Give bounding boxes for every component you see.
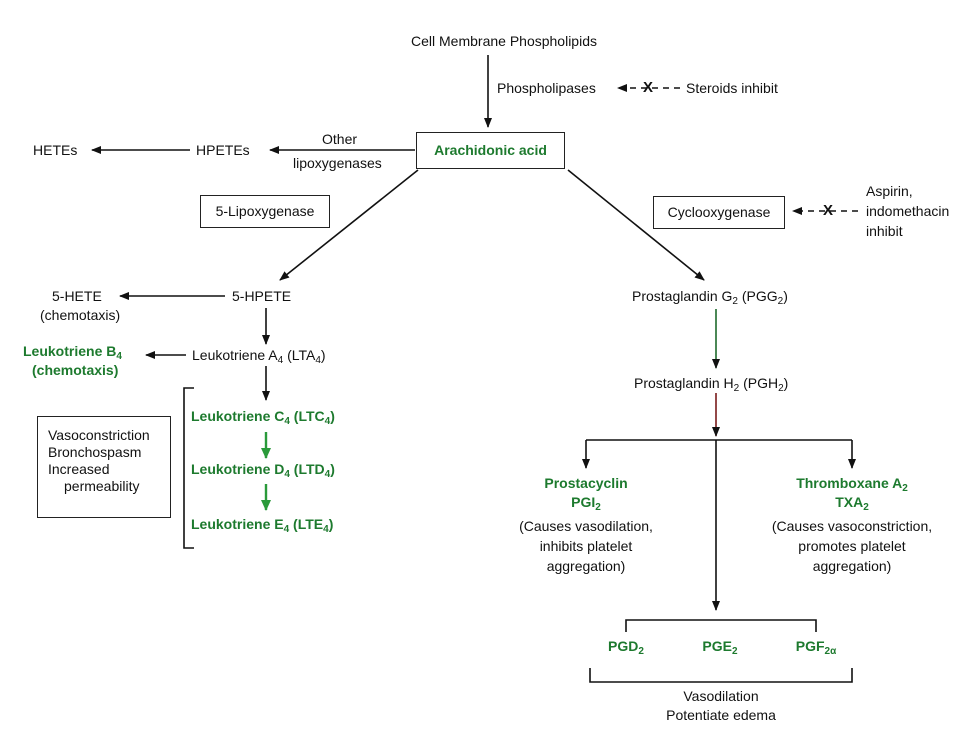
hetes-label: HETEs xyxy=(33,142,78,158)
pgh2-label: Prostaglandin H2 (PGH2) xyxy=(634,375,789,394)
thromboxane-note-2: promotes platelet xyxy=(798,538,906,554)
pgi2-label: PGI2 xyxy=(571,494,601,513)
other-lipoxygenases-line2: lipoxygenases xyxy=(293,155,382,171)
cyclooxygenase-box: Cyclooxygenase xyxy=(653,196,785,229)
lta4-label: Leukotriene A4 (LTA4) xyxy=(192,347,326,366)
hpetes-label: HPETEs xyxy=(196,142,250,158)
thromboxane-label: Thromboxane A2 xyxy=(796,475,908,494)
thromboxane-note-1: (Causes vasoconstriction, xyxy=(771,518,933,534)
aspirin-line1: Aspirin, xyxy=(866,183,913,199)
effect-vasoconstriction: Vasoconstriction xyxy=(48,427,150,443)
prostacyclin-note-2: inhibits platelet xyxy=(539,538,633,554)
membrane-phospholipids-label: Cell Membrane Phospholipids xyxy=(411,33,597,49)
aspirin-line2: indomethacin xyxy=(866,203,950,219)
potentiate-edema-label: Potentiate edema xyxy=(666,707,776,723)
lte4-label: Leukotriene E4 (LTE4) xyxy=(191,516,334,535)
pg-top-bracket xyxy=(625,619,817,632)
arrow-aa-to-pgg2 xyxy=(567,169,705,281)
cyclooxygenase-label: Cyclooxygenase xyxy=(667,204,771,220)
aspirin-x-mark: X xyxy=(823,202,834,219)
5-hete-note: (chemotaxis) xyxy=(40,307,121,323)
other-lipoxygenases-line1: Other xyxy=(322,131,358,147)
arachidonic-acid-box: Arachidonic acid xyxy=(416,132,565,169)
effect-bronchospasm: Bronchospasm xyxy=(48,444,142,460)
pg-bottom-bracket xyxy=(589,668,853,683)
ltb4-label: Leukotriene B4 xyxy=(23,343,122,362)
5-hete-label: 5-HETE xyxy=(52,288,102,304)
5-lipoxygenase-box: 5-Lipoxygenase xyxy=(200,195,330,228)
prostacyclin-note-1: (Causes vasodilation, xyxy=(519,518,653,534)
ltb4-note: (chemotaxis) xyxy=(32,362,119,378)
txa2-label: TXA2 xyxy=(835,494,869,513)
ltd4-label: Leukotriene D4 (LTD4) xyxy=(191,461,335,480)
phospholipases-label: Phospholipases xyxy=(497,80,596,96)
effect-permeability: permeability xyxy=(64,478,140,494)
prostacyclin-note-3: aggregation) xyxy=(546,558,626,574)
vasodilation-label: Vasodilation xyxy=(683,688,759,704)
steroids-inhibit-label: Steroids inhibit xyxy=(686,80,778,96)
5-hpete-label: 5-HPETE xyxy=(232,288,292,304)
pge2-label: PGE2 xyxy=(702,638,738,657)
steroids-x-mark: X xyxy=(643,79,654,96)
aspirin-line3: inhibit xyxy=(866,223,903,239)
leukotriene-effects-box: Vasoconstriction Bronchospasm Increased … xyxy=(37,416,171,518)
cascade-bracket xyxy=(183,387,194,549)
arachidonic-acid-label: Arachidonic acid xyxy=(434,142,547,158)
pgg2-label: Prostaglandin G2 (PGG2) xyxy=(632,288,788,307)
pgf2a-label: PGF2α xyxy=(795,638,837,657)
pgd2-label: PGD2 xyxy=(608,638,644,657)
effect-increased: Increased xyxy=(48,461,110,477)
ltc4-label: Leukotriene C4 (LTC4) xyxy=(191,408,335,427)
prostacyclin-label: Prostacyclin xyxy=(544,475,628,491)
thromboxane-note-3: aggregation) xyxy=(812,558,892,574)
arrow-aa-to-5hpete xyxy=(279,169,419,281)
5-lipoxygenase-label: 5-Lipoxygenase xyxy=(215,203,315,219)
